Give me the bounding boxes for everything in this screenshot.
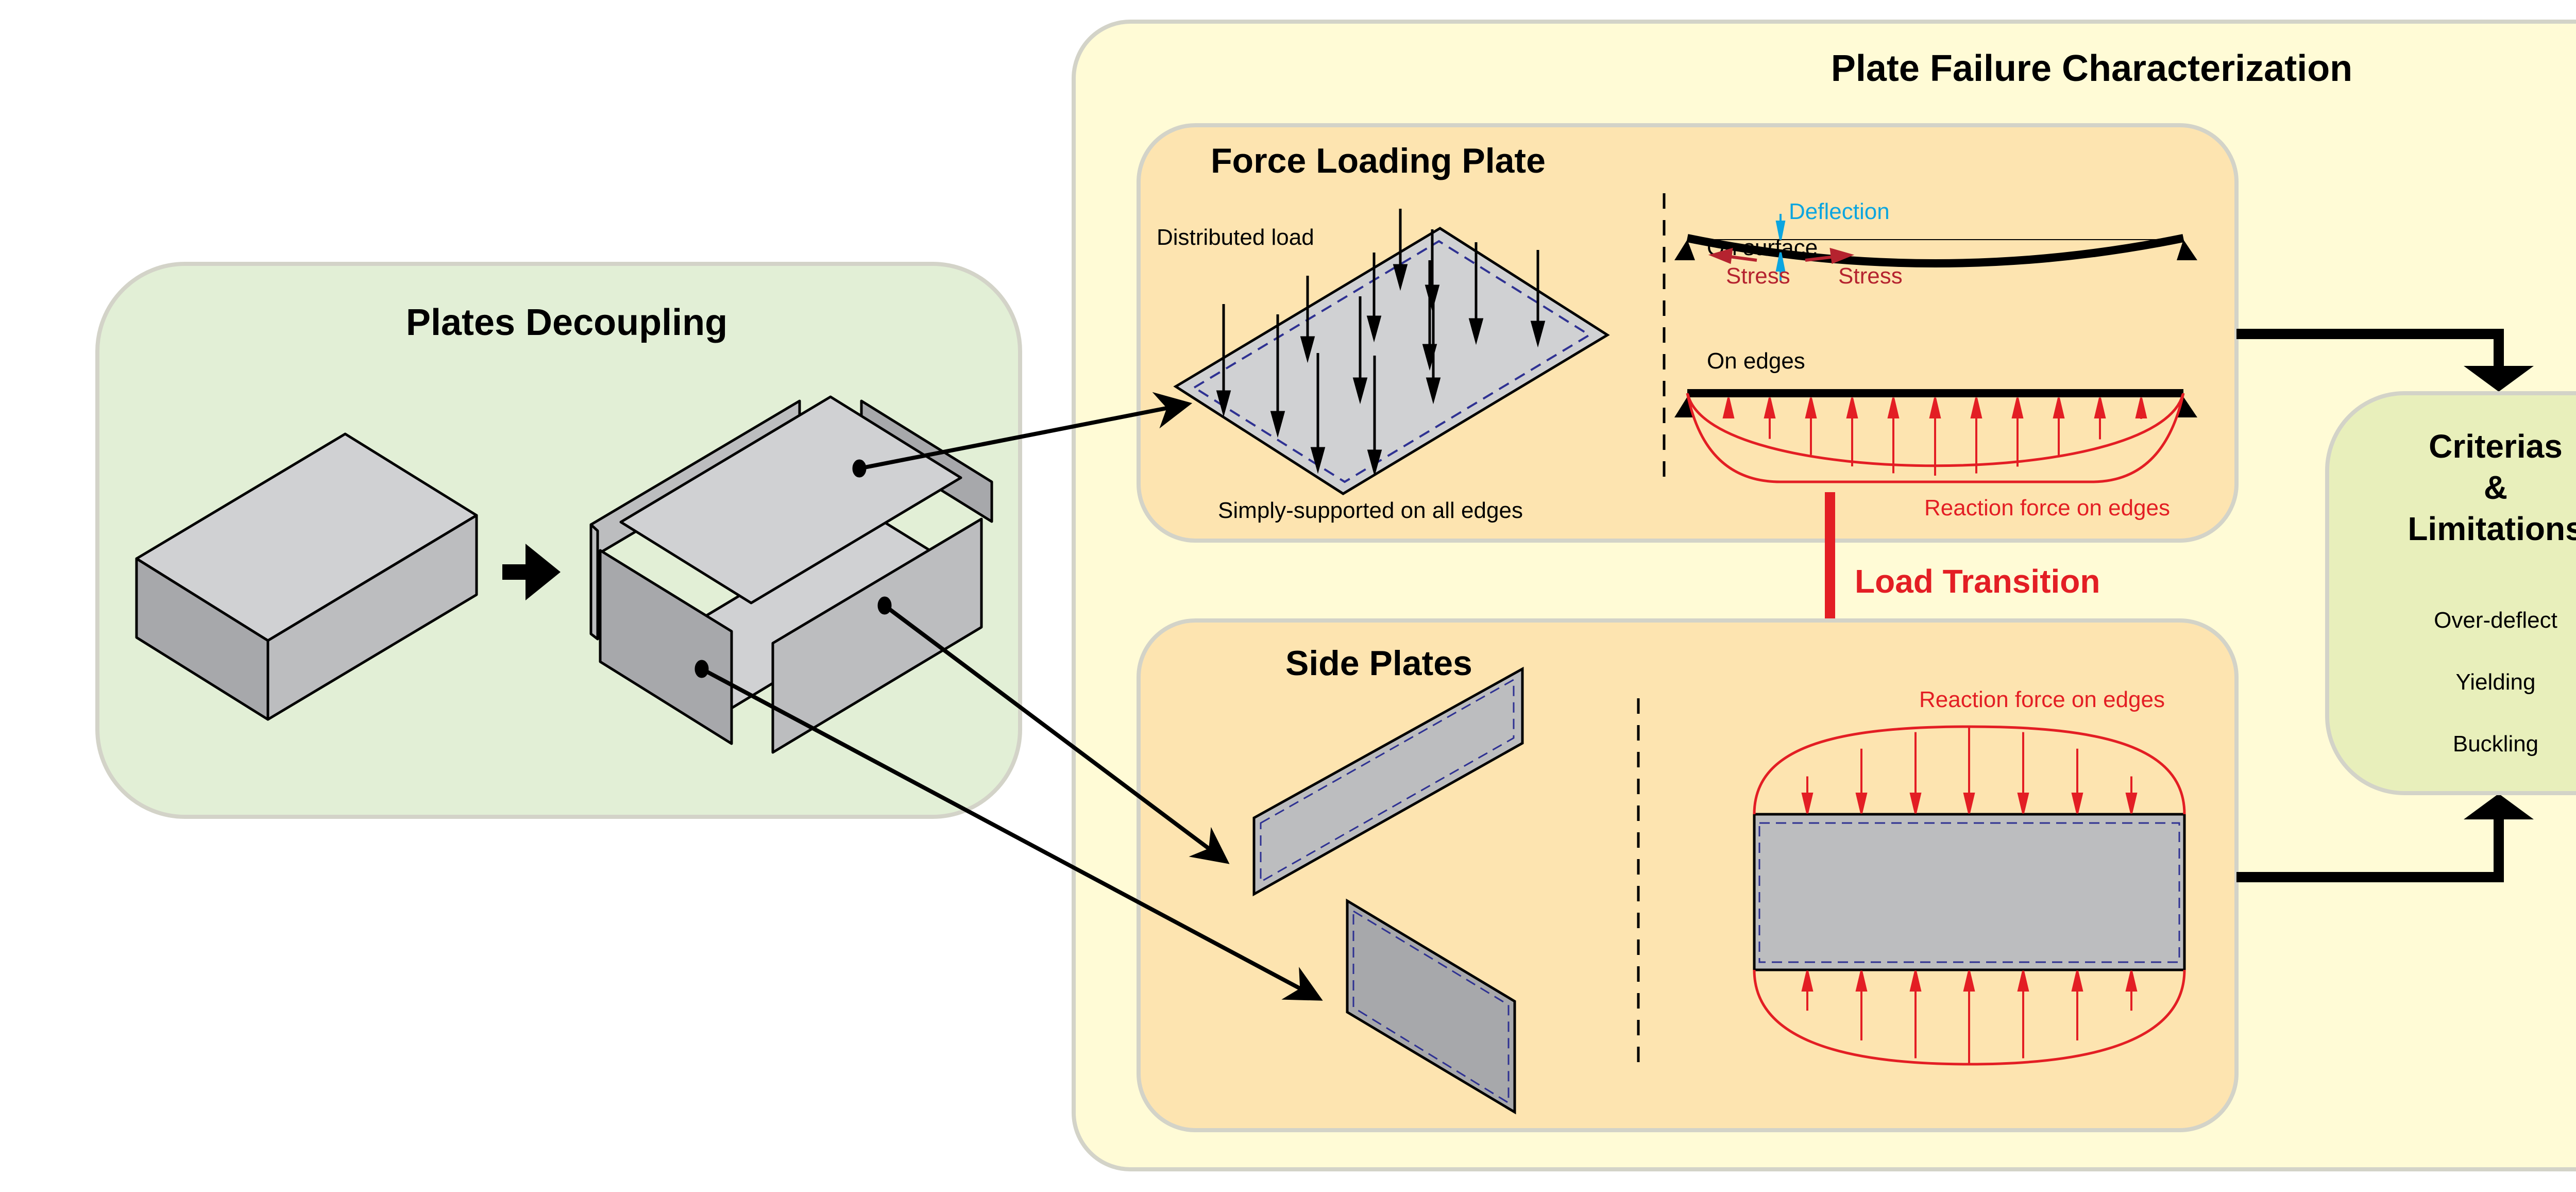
side-reaction-arrow-down [2125, 776, 2138, 814]
deflected-beam-icon [1674, 234, 2197, 267]
plate-failure-characterization-section: Plate Failure Characterization Force Loa… [1072, 20, 2576, 1171]
loaded-plate-icon [1173, 227, 1610, 495]
reaction-arrow [1929, 397, 1941, 476]
load-arrow [1300, 276, 1315, 363]
reaction-arrow [1887, 397, 1900, 474]
on-edges-label: On edges [1707, 348, 1805, 374]
side-reaction-arrow-down [2071, 748, 2083, 814]
load-arrow [1426, 291, 1441, 405]
side-reaction-arrows [1801, 727, 2138, 1064]
side-plates-title: Side Plates [1285, 644, 1472, 683]
reaction-arrow [2135, 397, 2147, 419]
load-arrow [1352, 296, 1368, 405]
support-label: Simply-supported on all edges [1218, 498, 1523, 523]
side-reaction-arrow-up [1909, 970, 1922, 1059]
criteria-title-line1: Criterias [2429, 428, 2563, 465]
side-reaction-arrow-up [1801, 970, 1814, 1011]
right-plate-link-arrow [883, 603, 1230, 864]
criteria-title-line3: Limitations [2408, 510, 2576, 547]
load-arrow [1270, 314, 1285, 438]
load-arrow [1366, 253, 1382, 343]
reaction-arrow [2011, 397, 2024, 467]
side-plate-elevation-icon [1753, 725, 2186, 1066]
side-reaction-arrow-up [2125, 970, 2138, 1011]
reaction-arrow [2094, 397, 2106, 440]
side-reaction-arrow-down [1855, 748, 1868, 814]
reaction-arrow [1970, 397, 1982, 474]
force-loading-plate-title: Force Loading Plate [1211, 141, 1546, 180]
criteria-item: Yielding [2456, 669, 2536, 695]
distributed-load-arrows [1216, 209, 1546, 477]
characterization-title: Plate Failure Characterization [1831, 48, 2352, 89]
criteria-title-line2: & [2484, 469, 2507, 506]
side-reaction-arrow-down [1801, 776, 1814, 814]
plate-link-arrows [701, 392, 1323, 1001]
side-reaction-arrow-down [1963, 727, 1975, 814]
force-reaction-label: Reaction force on edges [1924, 495, 2170, 521]
load-arrow [1367, 356, 1382, 477]
side-reaction-arrow-up [2017, 970, 2029, 1059]
criteria-item: Buckling [2453, 731, 2538, 757]
reaction-arrow [1722, 397, 1735, 418]
connector-bottom-arrow-icon [2236, 794, 2534, 882]
side-reaction-arrow-up [2071, 970, 2083, 1040]
load-arrow [1216, 304, 1231, 417]
side-reaction-arrow-down [2017, 732, 2029, 814]
plates-decoupling-title: Plates Decoupling [406, 302, 727, 343]
stress-left-label: Stress [1726, 263, 1790, 289]
decouple-arrow-icon [502, 544, 561, 600]
stress-right-label: Stress [1838, 263, 1903, 289]
stress-arrows [1708, 247, 1855, 264]
reaction-arrow [1846, 397, 1858, 466]
load-transition-label: Load Transition [1855, 563, 2100, 600]
left-plate-link-arrow [701, 667, 1323, 1001]
side-reaction-arrow-up [1855, 970, 1868, 1040]
deflection-arrows [1775, 214, 1786, 281]
reaction-arrow [1805, 397, 1817, 455]
distributed-load-label: Distributed load [1157, 225, 1314, 250]
support-left-icon [1674, 240, 1695, 260]
side-plate-1-icon [1252, 666, 1524, 897]
reaction-arrow [1764, 397, 1776, 439]
load-arrow [1468, 242, 1484, 345]
deflection-label: Deflection [1789, 199, 1890, 224]
side-reaction-arrow-down [1909, 732, 1922, 814]
load-arrow [1310, 353, 1326, 474]
connector-top-arrow-icon [2236, 329, 2534, 392]
load-arrow [1530, 250, 1546, 348]
side-reaction-label: Reaction force on edges [1919, 687, 2165, 712]
plates-decoupling-section: Plates Decoupling [95, 262, 1022, 819]
side-plate-2-icon [1346, 898, 1516, 1115]
load-arrow [1393, 209, 1408, 291]
solid-box-icon [135, 432, 478, 721]
reaction-arrow [2053, 397, 2065, 456]
top-plate-link-arrow [859, 392, 1193, 471]
edge-reaction-arrows [1722, 397, 2147, 476]
support-right-icon [2177, 240, 2197, 260]
criteria-box [2325, 391, 2576, 795]
side-reaction-arrow-up [1963, 970, 1975, 1064]
criteria-item: Over-deflect [2434, 608, 2557, 633]
